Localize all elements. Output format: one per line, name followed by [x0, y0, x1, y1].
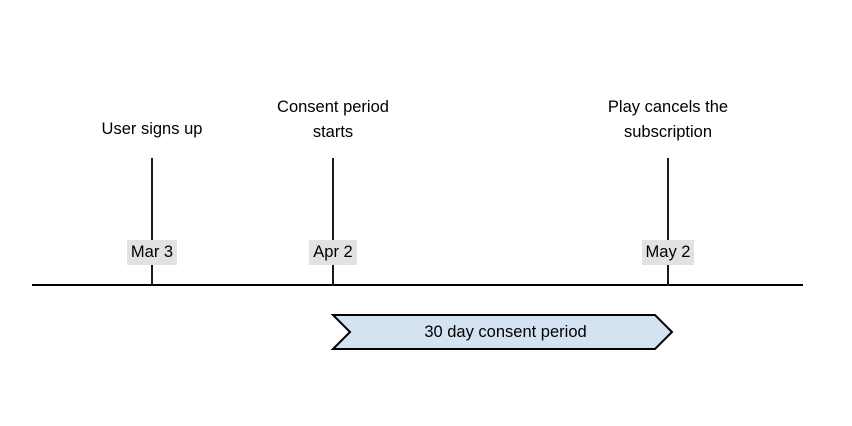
event-caption: Consent period starts — [277, 98, 389, 141]
event-caption: User signs up — [101, 120, 203, 138]
consent-period-banner: 30 day consent period — [330, 314, 674, 350]
event-date-chip: May 2 — [558, 240, 778, 265]
event-caption: Play cancels the subscription — [607, 98, 729, 141]
event-date-label: May 2 — [641, 240, 695, 265]
event-date-label: Apr 2 — [309, 240, 357, 265]
timeline-axis — [32, 284, 803, 286]
event-date-label: Mar 3 — [126, 240, 178, 265]
event-tick-line — [332, 158, 334, 286]
consent-period-banner-label: 30 day consent period — [424, 322, 587, 341]
event-date-chip: Apr 2 — [223, 240, 443, 265]
event-tick-line — [667, 158, 669, 286]
event-tick-line — [151, 158, 153, 286]
event-date-chip: Mar 3 — [42, 240, 262, 265]
chevron-banner-icon — [330, 314, 674, 350]
